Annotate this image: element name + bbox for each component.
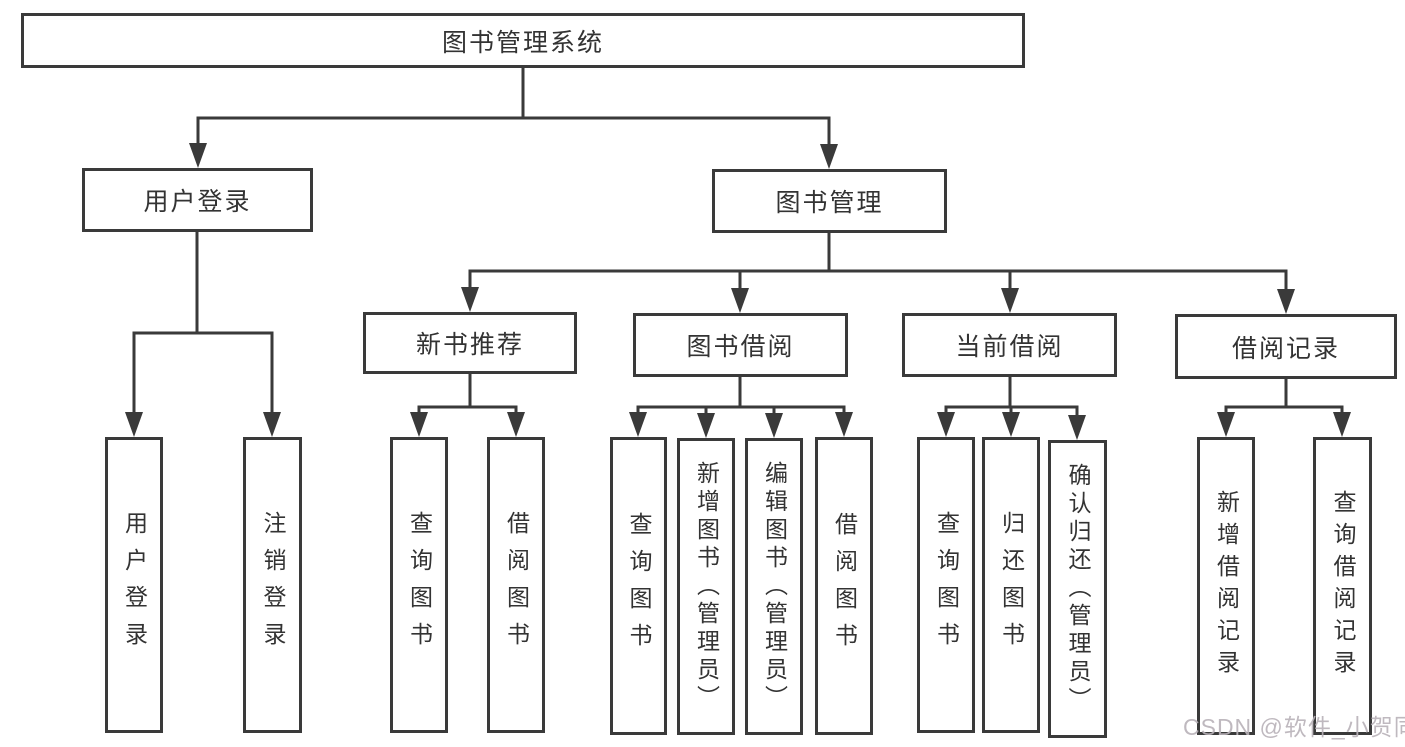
- node-borrow-records: 借阅记录: [1175, 314, 1397, 379]
- node-new-book-recommend: 新书推荐: [363, 312, 577, 374]
- node-root: 图书管理系统: [21, 13, 1025, 68]
- node-book-borrow: 图书借阅: [633, 313, 848, 377]
- leaf-cb-query-books-label: 查询图书: [933, 511, 960, 659]
- leaf-cb-return-books: 归还图书: [982, 437, 1040, 733]
- leaf-nbr-query-books-label: 查询图书: [406, 511, 433, 659]
- leaf-logout-label: 注销登录: [260, 511, 286, 659]
- node-book-management-label: 图书管理: [775, 189, 884, 217]
- leaf-cb-confirm-return-admin: 确认归还（管理员）: [1048, 440, 1107, 738]
- leaf-logout: 注销登录: [243, 437, 302, 733]
- leaf-nbr-borrow-books-label: 借阅图书: [503, 511, 530, 659]
- node-user-login: 用户登录: [82, 168, 313, 232]
- node-root-label: 图书管理系统: [441, 28, 604, 57]
- leaf-bb-query-books: 查询图书: [610, 437, 667, 735]
- node-current-borrow-label: 当前借阅: [955, 333, 1064, 361]
- leaf-user-login-label: 用户登录: [121, 511, 148, 659]
- leaf-bb-edit-books-admin: 编辑图书（管理员）: [745, 438, 803, 735]
- leaf-bb-edit-books-admin-label: 编辑图书（管理员）: [761, 460, 788, 713]
- leaf-cb-query-books: 查询图书: [917, 437, 975, 733]
- leaf-cb-return-books-label: 归还图书: [998, 511, 1025, 659]
- leaf-br-query-record-label: 查询借阅记录: [1330, 490, 1356, 682]
- leaf-br-add-record-label: 新增借阅记录: [1213, 490, 1240, 682]
- node-book-management: 图书管理: [712, 169, 947, 233]
- leaf-cb-confirm-return-admin-label: 确认归还（管理员）: [1065, 463, 1091, 715]
- leaf-bb-query-books-label: 查询图书: [626, 512, 652, 660]
- leaf-bb-borrow-books-label: 借阅图书: [831, 512, 858, 660]
- leaf-br-query-record: 查询借阅记录: [1313, 437, 1372, 735]
- node-current-borrow: 当前借阅: [902, 313, 1117, 377]
- leaf-nbr-query-books: 查询图书: [390, 437, 448, 733]
- leaf-bb-borrow-books: 借阅图书: [815, 437, 873, 735]
- node-book-borrow-label: 图书借阅: [686, 333, 795, 361]
- leaf-bb-add-books-admin-label: 新增图书（管理员）: [693, 460, 720, 713]
- leaf-br-add-record: 新增借阅记录: [1197, 437, 1255, 735]
- leaf-bb-add-books-admin: 新增图书（管理员）: [677, 438, 735, 735]
- node-new-book-recommend-label: 新书推荐: [415, 331, 524, 359]
- watermark: CSDN @软件_小贺同学: [1183, 714, 1405, 740]
- node-borrow-records-label: 借阅记录: [1231, 334, 1340, 363]
- leaf-user-login: 用户登录: [105, 437, 163, 733]
- node-user-login-label: 用户登录: [143, 188, 252, 216]
- leaf-nbr-borrow-books: 借阅图书: [487, 437, 545, 733]
